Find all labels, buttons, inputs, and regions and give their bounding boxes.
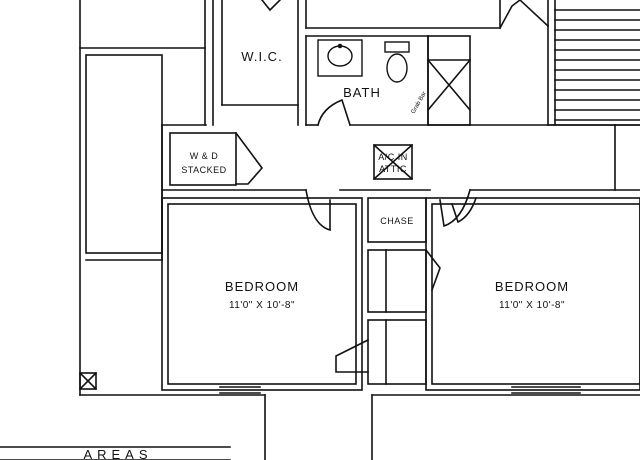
chase-label: CHASE xyxy=(380,216,414,226)
bedroom-left-label: BEDROOM xyxy=(225,279,299,294)
ac-label-line2: ATTIC xyxy=(379,164,407,174)
toilet-icon xyxy=(384,41,410,83)
bedroom-right-label: BEDROOM xyxy=(495,279,569,294)
chase-walls xyxy=(335,197,441,385)
bedroom-right-dims: 11'0" X 10'-8" xyxy=(499,300,565,311)
shower xyxy=(426,35,472,126)
sink-icon xyxy=(317,39,363,77)
bedroom-right-walls xyxy=(425,196,640,394)
bedroom-left-dims: 11'0" X 10'-8" xyxy=(229,300,295,311)
hallway-walls xyxy=(161,124,640,232)
wic-label: W.I.C. xyxy=(241,49,282,64)
wd-label-line1: W & D xyxy=(190,151,219,161)
upper-walls xyxy=(305,0,550,30)
bedroom-left-walls xyxy=(161,197,363,394)
ac-label-line1: A/C IN xyxy=(378,152,408,162)
lower-walls xyxy=(0,394,640,460)
left-porch-outline xyxy=(79,0,266,396)
laundry-closet xyxy=(169,131,264,186)
floor-drain-icon xyxy=(78,371,98,391)
grab-bar-note: Grab Bar xyxy=(411,91,428,115)
wd-label-line2: STACKED xyxy=(181,165,226,175)
svg-text:Grab Bar: Grab Bar xyxy=(411,91,428,115)
ac-attic-hatch xyxy=(372,143,414,181)
areas-heading: AREAS xyxy=(83,447,152,460)
stairs xyxy=(547,0,640,126)
bath-label: BATH xyxy=(343,85,381,100)
wic-walls xyxy=(212,0,299,126)
